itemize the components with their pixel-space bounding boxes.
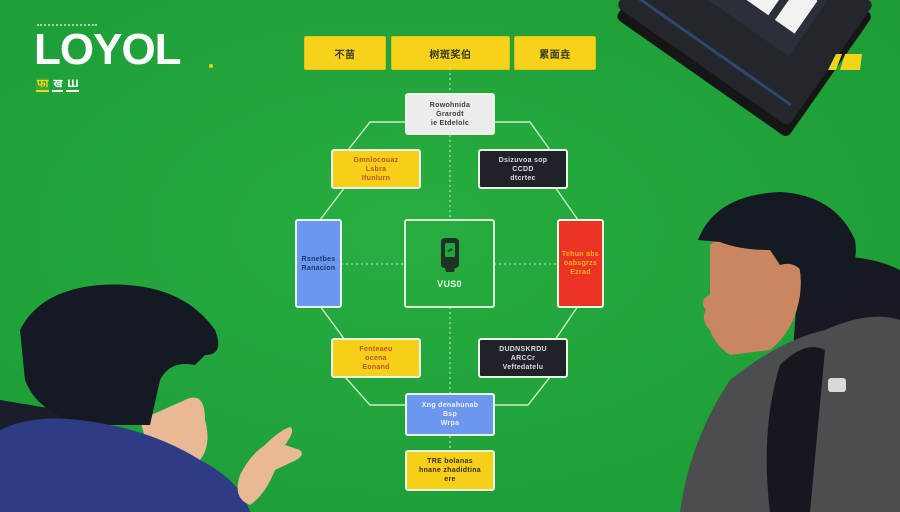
diagram-node-lower-left[interactable]: Fenteaeu ocena Eonand [331,338,421,378]
top-tab-3[interactable]: 累面垚 [514,36,596,70]
node-text: Bsp [442,411,458,418]
node-text: Ezrad [570,269,591,276]
diagram-node-upper-right[interactable]: Dsizuvoa sop CCDD dtcrtec [478,149,568,189]
node-text: ocena [365,354,387,362]
node-text: Rsnetbes [301,255,336,263]
node-text: dtcrtec [510,174,536,182]
node-text: ere [444,476,456,483]
center-node-label: VUS0 [437,279,462,289]
node-text: CCDD [512,165,534,173]
diagram-node-bottom-yellow[interactable]: TRE bolanas hnane zhadidtina ere [405,450,495,491]
node-text: Veftedatelu [502,363,544,371]
node-text: DUDNSKRDU [499,345,547,353]
node-text: ARCCr [510,354,536,362]
node-text: Eonand [362,363,390,371]
node-text: Xng denahunab [421,402,479,409]
diagram-node-top[interactable]: Rowohnida Grarodt ie Etdelolc [405,93,495,135]
person-woman-illustration [0,284,302,512]
node-text: Wrpa [440,420,460,427]
brand-sub-label: फा [36,78,50,92]
node-text: Tehun abs [561,251,600,258]
brand-logo: LOYOL [34,25,182,74]
diagram-node-upper-left[interactable]: Gmnlocouaz Lsbra Ifunlurn [331,149,421,189]
brand-sub-label: ख [52,78,64,92]
diagram-node-bottom-blue[interactable]: Xng denahunab Bsp Wrpa [405,393,495,436]
node-text: Ifunlurn [361,174,391,182]
node-text: Dsizuvoa sop [498,156,548,164]
node-text: Rowohnida [429,101,471,109]
logo-dot [209,64,213,68]
yellow-road-mark-icon [828,54,862,70]
top-tab-2[interactable]: 树斑奖伯 [391,36,510,70]
node-text: hnane zhadidtina [419,467,481,474]
node-text: ie Etdelolc [430,119,470,127]
logo-dotline [37,24,97,28]
diagram-node-left[interactable]: Rsnetbes Ranacion [295,219,342,308]
diagram-node-right[interactable]: Tehun abs oabsgrzs Ezrad [557,219,604,308]
brand-sub-label: Ш [66,78,80,92]
node-text: Grarodt [436,110,464,118]
node-text: oabsgrzs [563,260,598,267]
node-text: Fenteaeu [359,345,393,353]
brand-sub-labels: फा ख Ш [36,78,80,92]
diagram-node-lower-right[interactable]: DUDNSKRDU ARCCr Veftedatelu [478,338,568,378]
headset-phone-icon [440,238,459,272]
node-text: TRE bolanas [427,458,473,465]
top-tab-1[interactable]: 不苗 [304,36,386,70]
node-text: Ranacion [301,264,336,272]
diagram-node-center[interactable]: VUS0 [404,219,495,308]
person-man-illustration [680,192,900,512]
node-text: Lsbra [365,165,387,173]
node-text: Gmnlocouaz [353,156,399,164]
